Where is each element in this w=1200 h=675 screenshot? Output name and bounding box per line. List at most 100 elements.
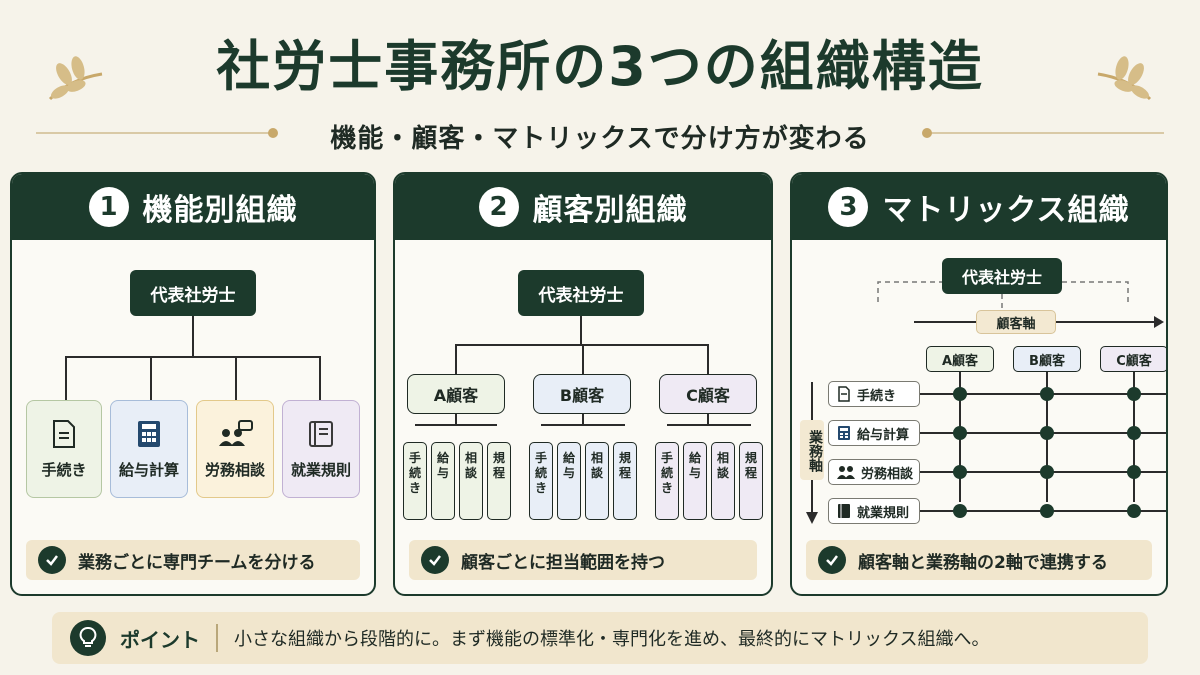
sub-team: 規程 [739,442,763,520]
matrix-node [1040,465,1054,479]
laurel-right-icon [1097,56,1152,101]
panel-summary-text: 顧客ごとに担当範囲を持つ [461,552,665,573]
subtitle-divider-left [36,132,276,134]
sub-team: 相談 [711,442,735,520]
matrix-row: 就業規則 [828,498,920,524]
matrix-node [1040,387,1054,401]
page-title: 社労士事務所の3つの組織構造 [216,35,984,98]
sub-team: 相談 [459,442,483,520]
panel-title: 機能別組織 [142,193,298,228]
connector-line [582,344,584,374]
function-card: 就業規則 [282,400,360,498]
panel-number: 2 [478,187,519,227]
matrix-row-label: 就業規則 [857,505,910,521]
check-icon [818,546,846,574]
sub-team: 手続き [529,442,553,520]
panel-title: 顧客別組織 [532,193,688,228]
matrix-column-c: C顧客 [1100,346,1166,372]
lightbulb-icon [70,620,106,656]
panel-title: マトリックス組織 [882,193,1130,228]
subtitle-dot-right [922,128,932,138]
panel-summary: 顧客軸と業務軸の2軸で連携する [806,540,1152,580]
consultation-icon [219,419,253,446]
connector-line [582,414,584,424]
panel-header: 1 機能別組織 [12,174,374,240]
matrix-row: 給与計算 [828,420,920,446]
connector-line [707,414,709,424]
check-icon [38,546,66,574]
matrix-node [1040,504,1054,518]
customer-box-b: B顧客 [533,374,631,414]
business-axis-label: 業務軸 [800,420,824,480]
laurel-left-icon [48,56,103,101]
book-icon [309,420,333,447]
panel-summary: 業務ごとに専門チームを分ける [26,540,360,580]
connector-line [65,356,67,400]
book-icon [838,504,850,518]
representative-box: 代表社労士 [518,270,644,316]
matrix-row-label: 手続き [857,388,897,404]
connector-line [667,424,751,426]
point-divider [216,624,218,652]
matrix-node [953,504,967,518]
calculator-icon [838,426,850,440]
matrix-node [953,387,967,401]
connector-line [235,356,237,400]
point-text: 小さな組織から段階的に。まず機能の標準化・専門化を進め、最終的にマトリックス組織… [234,629,990,650]
matrix-row-label: 給与計算 [857,427,910,443]
matrix-node [953,465,967,479]
panel-matrix: 3 マトリックス組織 代表社労士 顧客軸 A顧客 B顧客 C顧客 業務軸 手続き… [790,172,1168,596]
matrix-row-label: 労務相談 [861,466,914,482]
function-card-label: 就業規則 [290,460,351,479]
matrix-column-b: B顧客 [1013,346,1081,372]
connector-line [415,424,497,426]
function-card-label: 手続き [41,460,87,479]
connector-line [319,356,321,400]
check-icon [421,546,449,574]
matrix-column-a: A顧客 [926,346,994,372]
matrix-node [953,426,967,440]
sub-team: 相談 [585,442,609,520]
connector-line [65,356,321,358]
matrix-row: 手続き [828,381,920,407]
connector-line [455,414,457,424]
sub-team: 手続き [403,442,427,520]
document-icon [53,419,75,448]
representative-box: 代表社労士 [130,270,256,316]
sub-team: 給与 [431,442,455,520]
function-card-label: 給与計算 [118,460,179,479]
point-label: ポイント [120,627,200,652]
connector-line [192,316,194,356]
page-subtitle: 機能・顧客・マトリックスで分け方が変わる [330,124,870,154]
panel-customer: 2 顧客別組織 代表社労士 A顧客 B顧客 C顧客 手続き 給与 相談 規程 手… [393,172,773,596]
panel-functional: 1 機能別組織 代表社労士 手続き 給与計算 労務相談 [10,172,376,596]
matrix-node [1127,387,1141,401]
matrix-node [1127,426,1141,440]
connector-line [150,356,152,400]
matrix-node [1127,465,1141,479]
sub-team: 給与 [683,442,707,520]
customer-box-c: C顧客 [659,374,757,414]
function-card: 労務相談 [196,400,274,498]
consultation-icon [837,466,855,479]
subtitle-divider-right [924,132,1164,134]
document-icon [838,386,850,402]
point-banner: ポイント 小さな組織から段階的に。まず機能の標準化・専門化を進め、最終的にマトリ… [52,612,1148,664]
panel-summary-text: 顧客軸と業務軸の2軸で連携する [858,552,1108,573]
matrix-node [1040,426,1054,440]
connector-line [541,424,625,426]
subtitle-dot-left [268,128,278,138]
panel-header: 2 顧客別組織 [395,174,771,240]
customer-box-a: A顧客 [407,374,505,414]
connector-line [455,344,457,374]
connector-line [707,344,709,374]
connector-line [580,316,582,344]
panel-summary-text: 業務ごとに専門チームを分ける [78,552,316,573]
calculator-icon [138,420,160,447]
panel-header: 3 マトリックス組織 [792,174,1166,240]
sub-team: 手続き [655,442,679,520]
representative-box: 代表社労士 [942,258,1062,294]
function-card-label: 労務相談 [204,460,265,479]
sub-team: 規程 [613,442,637,520]
matrix-row: 労務相談 [828,459,920,485]
